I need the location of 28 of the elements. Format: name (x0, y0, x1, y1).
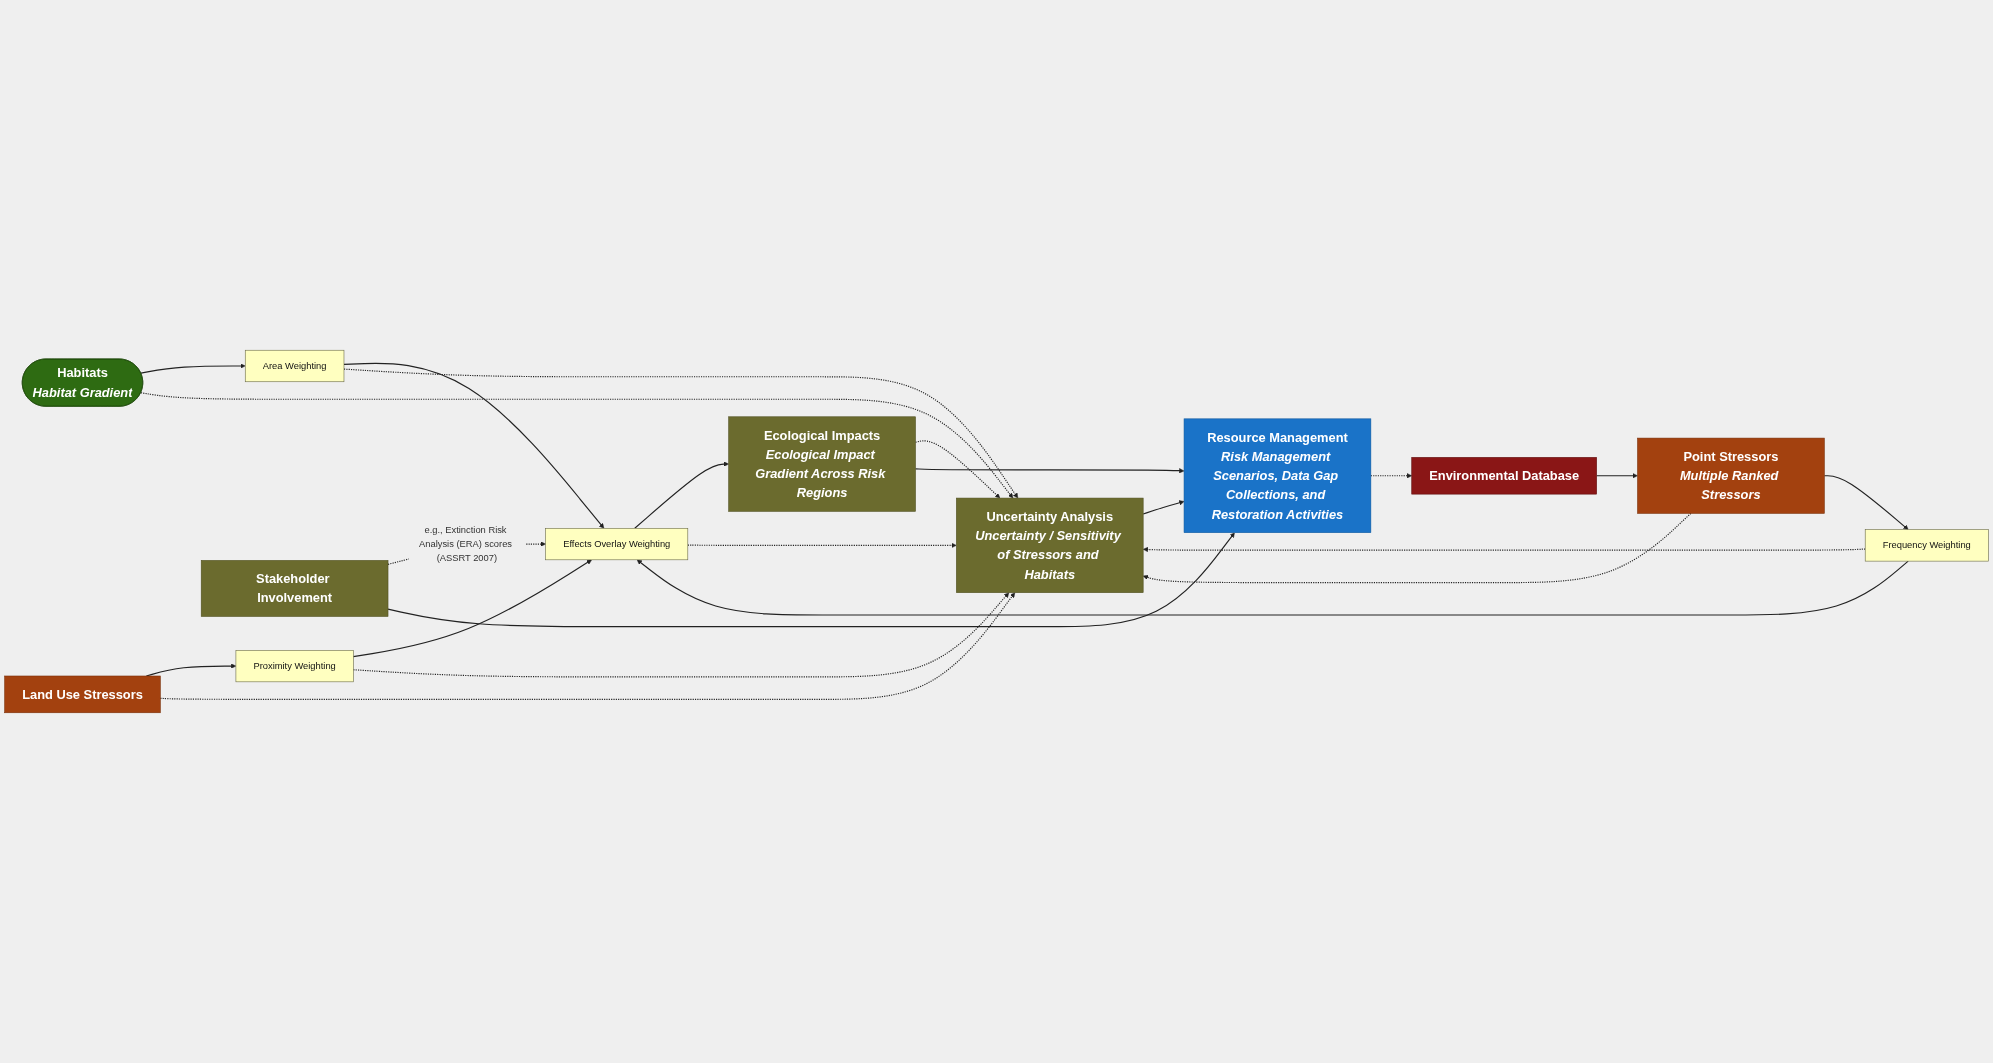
arrow (1823, 475, 1909, 530)
node-box: Effects Overlay Weighting (545, 528, 689, 561)
arrow (343, 362, 605, 529)
node-box: Uncertainty Analysis Uncertainty / Sensitivity of Stressors and Habitats (956, 497, 1144, 593)
arrow (914, 468, 1185, 474)
arrow (1142, 512, 1692, 584)
arrow (687, 542, 957, 548)
edge-label: e.g., Extinction Risk Analysis (ERA) scores (ASSRT 2007) (419, 524, 512, 563)
arrow (1142, 500, 1185, 515)
node-box: Frequency Weighting (1864, 529, 1989, 562)
arrow (140, 363, 246, 374)
node-box: Resource Management Risk Management Scenarios, Data Gap Collections, and Restoration Activities (1183, 418, 1372, 533)
node-box: Area Weighting (244, 349, 345, 383)
arrow (1596, 473, 1638, 479)
node-box: Stakeholder Involvement (200, 560, 389, 617)
arrow (140, 392, 1014, 499)
node-box: Environmental Database (1411, 457, 1597, 495)
node-box: Point Stressors Multiple Ranked Stressors (1637, 437, 1825, 514)
node-box: Land Use Stressors (4, 675, 161, 714)
arrow (634, 461, 729, 529)
arrow (343, 368, 1019, 499)
arrow (352, 559, 592, 658)
arrow (1142, 546, 1866, 553)
node-box: Proximity Weighting (235, 650, 354, 683)
arrow (1370, 473, 1412, 479)
node-box: Ecological Impacts Ecological Impact Gradient Across Risk Regions (728, 416, 916, 512)
arrow (636, 559, 1909, 616)
arrow (914, 440, 1001, 499)
